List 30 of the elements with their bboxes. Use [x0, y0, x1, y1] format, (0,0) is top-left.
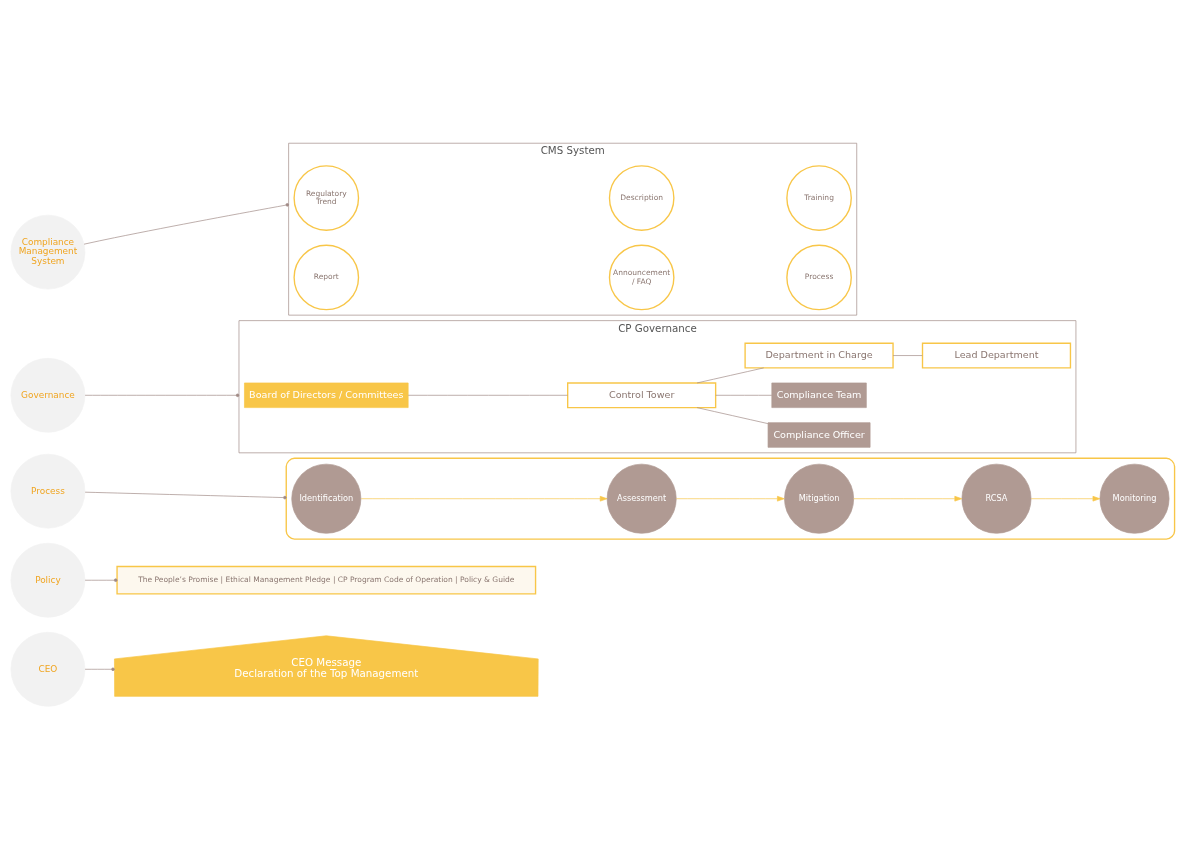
- connector: [696, 367, 765, 383]
- node-box: Control Tower: [567, 381, 717, 408]
- node-box: Board of Directors / Committees: [244, 382, 409, 408]
- node-circle: CEO: [10, 631, 86, 707]
- node-circle: Assessment: [606, 463, 677, 534]
- node-box: Compliance Team: [771, 382, 867, 408]
- node-circle: Mitigation: [784, 463, 854, 534]
- connector: [83, 202, 289, 244]
- node-circle: Process: [10, 453, 86, 528]
- node-box: Department in Charge: [744, 342, 894, 369]
- connector: [84, 667, 115, 671]
- arrow: [853, 495, 962, 501]
- arrow: [1030, 495, 1101, 501]
- arrow: [360, 495, 608, 501]
- node-circle: Identification: [291, 463, 362, 534]
- node-circle: Monitoring: [1099, 463, 1170, 534]
- node-circle: Policy: [10, 542, 86, 618]
- connector: [84, 393, 240, 397]
- connector: [715, 394, 773, 396]
- connector: [892, 354, 923, 356]
- connector: [696, 406, 769, 424]
- arrow: [675, 495, 785, 501]
- connector: [407, 394, 568, 396]
- node-circle: Compliance Management System: [10, 214, 86, 289]
- node-circle: RCSA: [961, 463, 1032, 534]
- connector: [84, 578, 118, 582]
- connector: [84, 491, 287, 499]
- node-box: Lead Department: [921, 342, 1072, 369]
- node-box: Compliance Officer: [767, 421, 871, 448]
- node-circle: Governance: [10, 357, 86, 433]
